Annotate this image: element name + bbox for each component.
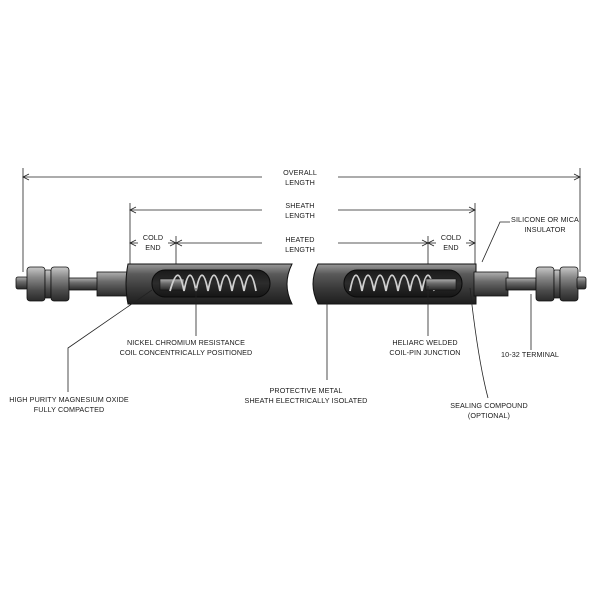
right-nut-outer <box>559 266 579 302</box>
sheath-callout-2: SHEATH ELECTRICALLY ISOLATED <box>245 396 368 405</box>
terminal-callout: 10-32 TERMINAL <box>501 350 559 359</box>
right-terminal-pin <box>576 276 587 290</box>
right-internal-pin <box>425 278 457 291</box>
cold-end-right-label-2: END <box>443 243 458 252</box>
right-insulator <box>473 271 509 297</box>
junction-callout-1: HELIARC WELDED <box>392 338 457 347</box>
heated-length-dimension: HEATED LENGTH <box>175 235 429 264</box>
right-washer <box>553 269 561 299</box>
overall-length-label-1: OVERALL <box>283 168 317 177</box>
cold-end-left-label-2: END <box>145 243 160 252</box>
sealing-callout-1: SEALING COMPOUND <box>450 401 527 410</box>
cold-end-right-dimension: COLD END <box>427 233 476 252</box>
heated-length-label-2: LENGTH <box>285 245 315 254</box>
right-threaded-pin <box>505 277 537 291</box>
overall-length-label-2: LENGTH <box>285 178 315 187</box>
cold-end-right-label-1: COLD <box>441 233 461 242</box>
junction-callout-2: COIL-PIN JUNCTION <box>389 348 460 357</box>
coil-callout-2: COIL CONCENTRICALLY POSITIONED <box>120 348 253 357</box>
left-insulator <box>96 271 132 297</box>
left-nut-outer <box>26 266 46 302</box>
right-nut-inner <box>535 266 555 302</box>
insulator-callout-2: INSULATOR <box>524 225 565 234</box>
leader-lines <box>67 221 532 399</box>
left-resistance-coil <box>169 274 257 292</box>
cold-end-left-dimension: COLD END <box>129 233 177 252</box>
magnesium-callout-2: FULLY COMPACTED <box>34 405 105 414</box>
right-terminal-assembly <box>473 266 587 302</box>
left-nut-inner <box>50 266 70 302</box>
right-sheath-section <box>312 263 477 305</box>
sealing-callout-2: (OPTIONAL) <box>468 411 510 420</box>
sheath-length-label-2: LENGTH <box>285 211 315 220</box>
magnesium-callout-1: HIGH PURITY MAGNESIUM OXIDE <box>9 395 129 404</box>
left-terminal-pin <box>15 276 29 290</box>
heated-length-label-1: HEATED <box>285 235 314 244</box>
overall-length-dimension: OVERALL LENGTH <box>22 168 581 272</box>
coil-callout-1: NICKEL CHROMIUM RESISTANCE <box>127 338 245 347</box>
sheath-length-dimension: SHEATH LENGTH <box>129 201 476 264</box>
sheath-callout-1: PROTECTIVE METAL <box>270 386 343 395</box>
insulator-callout-1: SILICONE OR MICA <box>511 215 579 224</box>
sheath-length-label-1: SHEATH <box>285 201 314 210</box>
right-resistance-coil <box>349 274 435 292</box>
cold-end-left-label-1: COLD <box>143 233 163 242</box>
left-washer <box>44 269 52 299</box>
left-sheath-section <box>125 263 293 305</box>
left-threaded-pin <box>68 277 100 291</box>
left-terminal-assembly <box>15 266 132 302</box>
